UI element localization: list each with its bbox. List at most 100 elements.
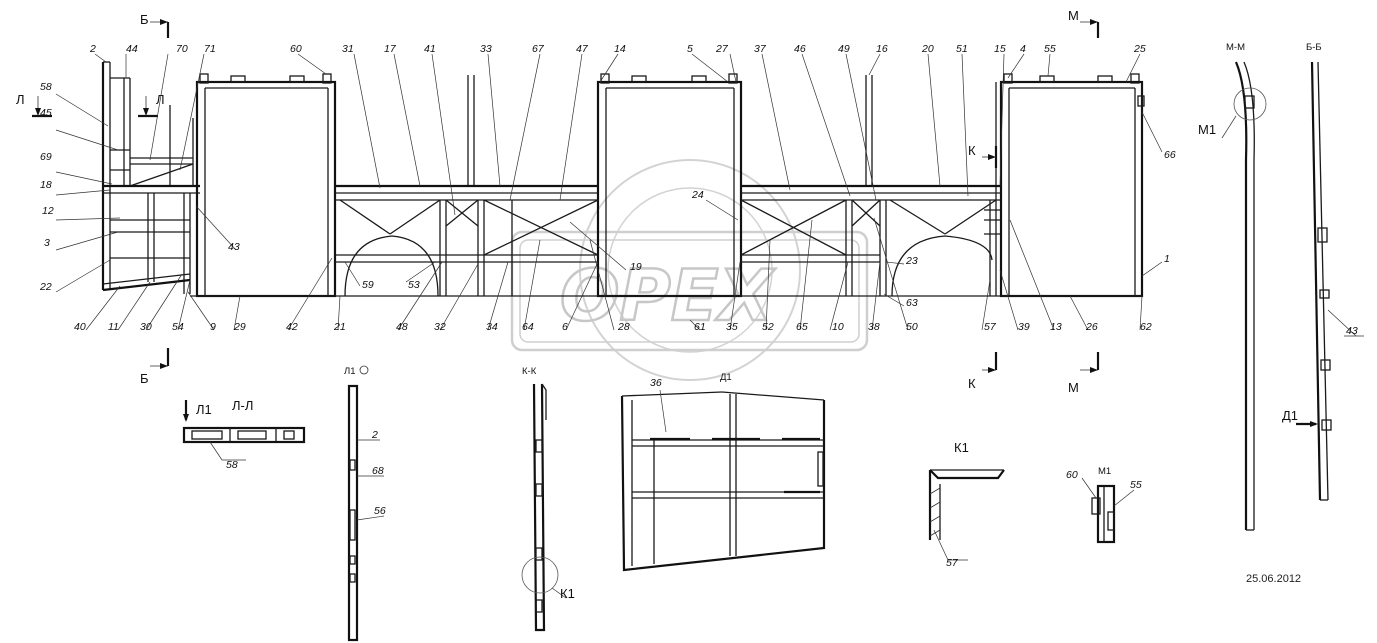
detail-ll-callout-58: 58 xyxy=(226,459,238,471)
callout-38: 38 xyxy=(868,321,880,333)
detail-m1-callout-55: 55 xyxy=(1130,479,1142,491)
callout-28: 28 xyxy=(617,321,630,333)
detail-l1-callout-68: 68 xyxy=(372,465,384,477)
callout-59: 59 xyxy=(362,279,374,291)
callout-70: 70 xyxy=(176,43,188,55)
callout-64: 64 xyxy=(522,321,534,333)
callout-25: 25 xyxy=(1133,43,1146,55)
callout-60: 60 xyxy=(290,43,302,55)
detail-d1-callout-36: 36 xyxy=(650,377,662,389)
callout-2: 2 xyxy=(89,43,96,55)
callout-67: 67 xyxy=(532,43,545,55)
section-mm-title: М-М xyxy=(1226,42,1245,53)
callout-35: 35 xyxy=(726,321,738,333)
section-label-k-top: К xyxy=(968,143,976,158)
callout-58: 58 xyxy=(40,81,52,93)
section-bb-d1-arrow: Д1 xyxy=(1282,408,1298,423)
detail-k1-callout-57: 57 xyxy=(946,557,959,569)
section-label-l-left: Л xyxy=(16,92,25,107)
callout-18: 18 xyxy=(40,179,52,191)
callout-22: 22 xyxy=(39,281,52,293)
callout-11: 11 xyxy=(108,321,119,333)
callout-43-main: 43 xyxy=(228,241,240,253)
callout-55: 55 xyxy=(1044,43,1056,55)
callout-66: 66 xyxy=(1164,149,1176,161)
callout-30: 30 xyxy=(140,321,152,333)
detail-l1-callout-56: 56 xyxy=(374,505,386,517)
callout-17: 17 xyxy=(384,43,397,55)
callout-46: 46 xyxy=(794,43,806,55)
callout-23: 23 xyxy=(905,255,918,267)
section-label-m-bottom: М xyxy=(1068,380,1079,395)
callout-27: 27 xyxy=(715,43,729,55)
detail-kk: К-К К1 xyxy=(521,366,575,632)
callout-32: 32 xyxy=(434,321,446,333)
callout-44: 44 xyxy=(126,43,138,55)
callout-14: 14 xyxy=(614,43,626,55)
main-elevation xyxy=(101,61,1145,298)
detail-k1-title: К1 xyxy=(954,440,969,455)
callout-45: 45 xyxy=(40,107,52,119)
drawing-date: 25.06.2012 xyxy=(1246,573,1301,585)
callout-33: 33 xyxy=(480,43,492,55)
callout-69: 69 xyxy=(40,151,52,163)
callout-37: 37 xyxy=(754,43,767,55)
callout-13: 13 xyxy=(1050,321,1062,333)
callout-24: 24 xyxy=(691,189,704,201)
callout-31: 31 xyxy=(342,43,354,55)
callout-19: 19 xyxy=(630,261,642,273)
callout-6: 6 xyxy=(562,321,568,333)
section-bb: Б-Б 43 Д1 xyxy=(1282,42,1364,501)
callout-65: 65 xyxy=(796,321,808,333)
callout-5: 5 xyxy=(687,43,693,55)
detail-l1: Л1 2 68 56 xyxy=(344,365,386,642)
callout-numbers: 2 44 70 71 60 31 17 41 33 67 47 14 5 27 … xyxy=(39,43,1176,333)
section-label-b-top: Б xyxy=(140,12,149,27)
callout-34: 34 xyxy=(486,321,498,333)
callout-48: 48 xyxy=(396,321,408,333)
callout-62: 62 xyxy=(1140,321,1152,333)
callout-50: 50 xyxy=(906,321,918,333)
section-label-b-bottom: Б xyxy=(140,371,149,386)
callout-49: 49 xyxy=(838,43,850,55)
detail-l1-arrow: Л1 xyxy=(196,402,212,417)
callout-4: 4 xyxy=(1020,43,1026,55)
callout-21: 21 xyxy=(333,321,346,333)
detail-kk-title: К-К xyxy=(522,366,537,377)
callout-42: 42 xyxy=(286,321,298,333)
detail-l1-title: Л1 xyxy=(344,366,356,377)
callout-63: 63 xyxy=(906,297,918,309)
detail-ll-title: Л-Л xyxy=(232,398,253,413)
section-mm: М-М М1 xyxy=(1198,42,1267,531)
detail-k1: К1 57 xyxy=(928,440,1005,569)
detail-m1-title: М1 xyxy=(1098,466,1111,477)
callout-61: 61 xyxy=(694,321,706,333)
section-markers: Б Б М М К К Л Л xyxy=(16,8,1100,395)
callout-52: 52 xyxy=(762,321,774,333)
callout-15: 15 xyxy=(994,43,1006,55)
detail-m1-callout-60: 60 xyxy=(1066,469,1078,481)
callout-40: 40 xyxy=(74,321,86,333)
callout-16: 16 xyxy=(876,43,888,55)
callout-41: 41 xyxy=(424,43,436,55)
section-bb-title: Б-Б xyxy=(1306,42,1322,53)
detail-d1: Д1 36 xyxy=(620,372,826,572)
detail-l1-callout-2: 2 xyxy=(371,429,378,441)
callout-29: 29 xyxy=(233,321,246,333)
detail-d1-title: Д1 xyxy=(720,372,732,383)
callout-10: 10 xyxy=(832,321,844,333)
callout-47: 47 xyxy=(576,43,589,55)
callout-26: 26 xyxy=(1085,321,1098,333)
callout-20: 20 xyxy=(921,43,934,55)
callout-71: 71 xyxy=(204,43,216,55)
callout-53: 53 xyxy=(408,279,420,291)
callout-9: 9 xyxy=(210,321,216,333)
detail-m1: М1 60 55 xyxy=(1066,466,1142,544)
callout-12: 12 xyxy=(42,205,54,217)
callout-54: 54 xyxy=(172,321,184,333)
section-mm-m1-callout: М1 xyxy=(1198,122,1216,137)
callout-1: 1 xyxy=(1164,253,1170,265)
callout-51: 51 xyxy=(956,43,968,55)
callout-3: 3 xyxy=(44,237,50,249)
